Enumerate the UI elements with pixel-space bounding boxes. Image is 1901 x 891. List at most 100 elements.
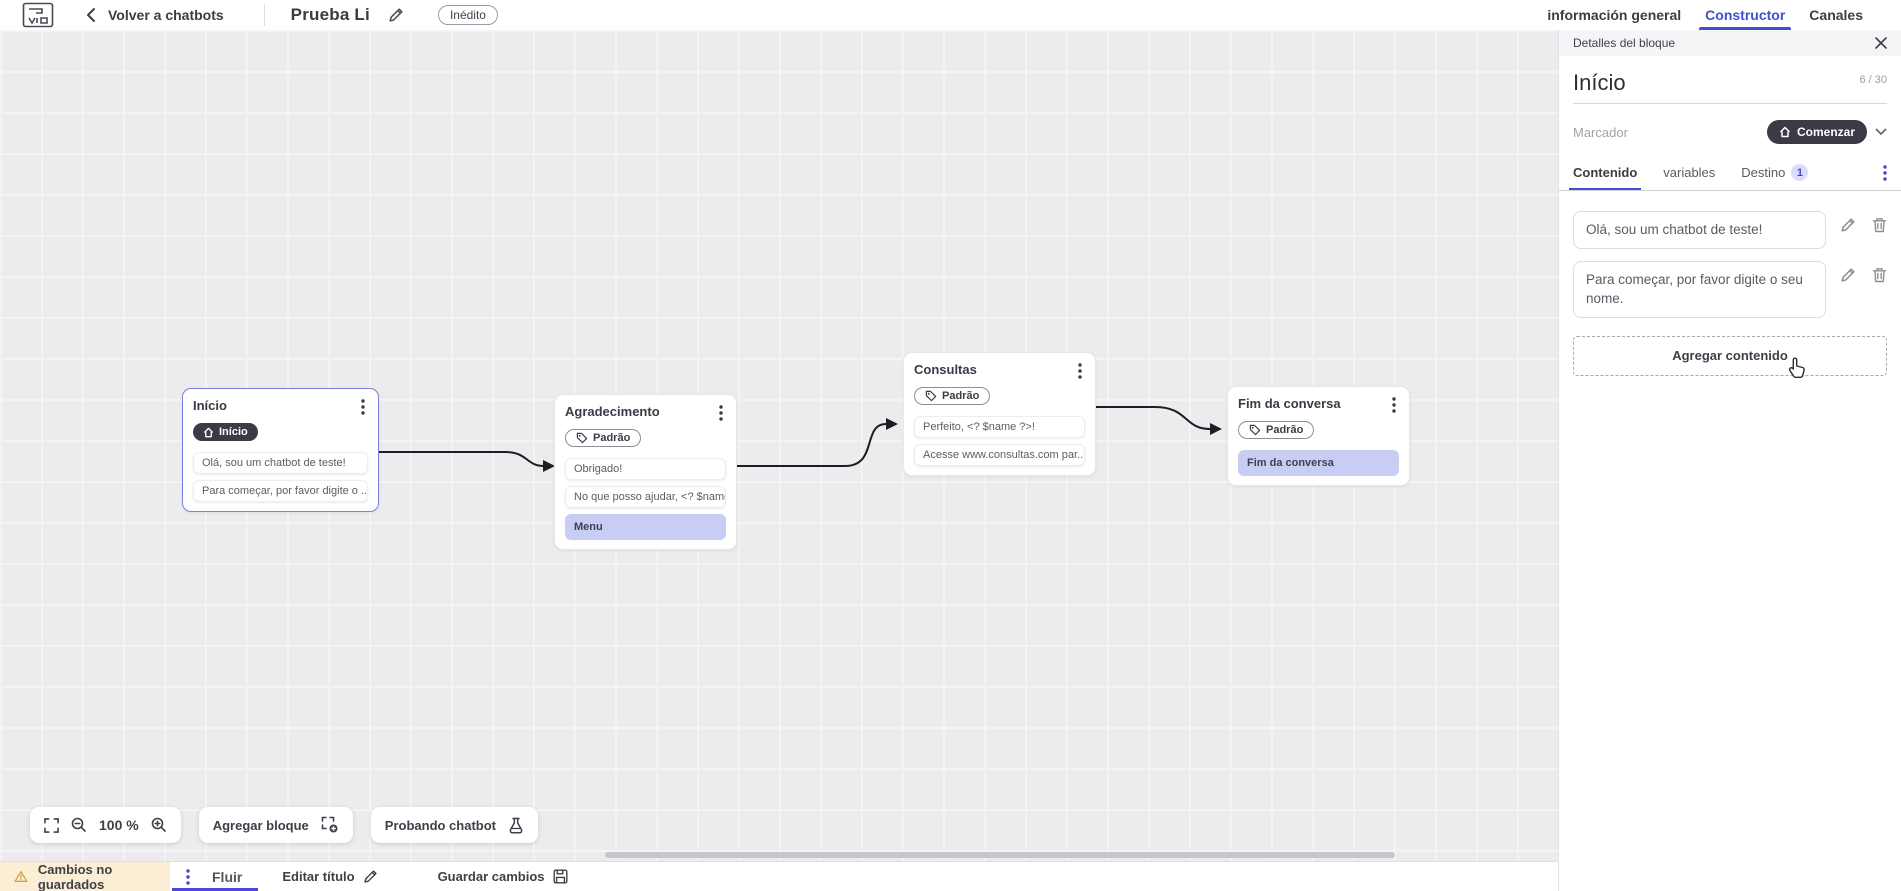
content-row: Para começar, por favor digite o seu nom… [1573, 260, 1887, 318]
pencil-icon [1841, 218, 1855, 232]
edit-content-button[interactable] [1840, 267, 1856, 283]
block-message-item[interactable]: Acesse www.consultas.com par... [914, 444, 1085, 466]
close-panel-button[interactable] [1875, 37, 1887, 49]
pencil-icon [363, 870, 377, 883]
flow-block-consultas[interactable]: Consultas Padrão Perfeito, <? $name ?>! … [903, 352, 1096, 476]
flow-title: Prueba Li [290, 5, 370, 24]
unsaved-changes-label: Cambios no guardados [37, 861, 113, 891]
back-label: Volver a chatbots [108, 7, 224, 23]
block-message-item[interactable]: Olá, sou um chatbot de teste! [193, 451, 368, 474]
flask-icon [509, 817, 523, 834]
connector-consultas-fim [1095, 406, 1211, 430]
active-flow-tab-indicator [172, 888, 258, 891]
panel-tabs-kebab-icon[interactable] [1883, 164, 1887, 181]
delete-content-button[interactable] [1872, 267, 1887, 283]
flow-options-kebab-icon[interactable] [186, 868, 190, 885]
bottom-status-bar: Cambios no guardados Fluir Editar título… [0, 861, 1558, 891]
tab-variables[interactable]: variables [1663, 165, 1716, 180]
edit-flow-title-button[interactable] [388, 7, 404, 23]
home-icon [203, 427, 214, 437]
app-logo-icon[interactable] [22, 2, 54, 28]
pencil-icon [389, 8, 403, 22]
status-badge-draft: Inédito [437, 5, 498, 25]
tag-icon [925, 390, 937, 402]
block-title: Consultas [914, 362, 977, 377]
trash-icon [1872, 218, 1887, 233]
tab-flow[interactable]: Fluir [212, 868, 243, 885]
block-message-item[interactable]: Perfeito, <? $name ?>! [914, 416, 1085, 438]
block-title: Agradecimento [565, 404, 660, 419]
default-badge: Padrão [1238, 421, 1315, 439]
zoom-out-icon[interactable] [71, 817, 87, 833]
save-changes-button[interactable]: Guardar cambios [438, 869, 568, 884]
panel-tabs: Contenido variables Destino 1 [1568, 164, 1887, 190]
default-badge: Padrão [914, 387, 991, 405]
block-menu-icon[interactable] [1075, 362, 1085, 380]
fullscreen-icon[interactable] [44, 817, 59, 833]
trash-icon [1872, 267, 1887, 282]
panel-header: Detalles del bloque [1559, 30, 1901, 56]
edit-title-button[interactable]: Editar título [282, 869, 377, 884]
delete-content-button[interactable] [1872, 217, 1887, 233]
block-message-item[interactable]: No que posso ajudar, <? $name ... [565, 486, 726, 508]
flow-block-inicio[interactable]: Início Início Olá, sou um chatbot de tes… [182, 388, 379, 512]
add-content-button[interactable]: Agregar contenido [1573, 335, 1887, 376]
topbar-divider [263, 4, 265, 26]
flow-block-fim-da-conversa[interactable]: Fim da conversa Padrão Fim da conversa [1227, 386, 1410, 486]
tab-destination[interactable]: Destino 1 [1741, 164, 1809, 181]
content-list: Olá, sou um chatbot de teste! Para começ… [1573, 211, 1887, 318]
block-message-item[interactable]: Para começar, por favor digite o ... [193, 479, 368, 502]
tab-constructor[interactable]: Constructor [1699, 0, 1792, 30]
content-text-field[interactable]: Para começar, por favor digite o seu nom… [1573, 260, 1826, 318]
tab-general-info[interactable]: información general [1547, 7, 1682, 23]
test-chatbot-button[interactable]: Probando chatbot [370, 807, 538, 843]
block-message-item[interactable]: Obrigado! [565, 458, 726, 480]
block-menu-icon[interactable] [1389, 396, 1399, 414]
save-icon [553, 869, 568, 884]
tag-icon [576, 432, 588, 444]
marker-start-pill[interactable]: Comenzar [1766, 120, 1867, 144]
close-icon [1875, 37, 1887, 49]
pencil-icon [1841, 268, 1855, 282]
connector-inicio-agradecimento [378, 451, 545, 467]
block-menu-icon[interactable] [716, 404, 726, 422]
zoom-controls: 100 % [30, 807, 181, 843]
tab-channels[interactable]: Canales [1809, 7, 1863, 23]
test-chatbot-label: Probando chatbot [384, 817, 496, 833]
flow-block-agradecimento[interactable]: Agradecimento Padrão Obrigado! No que po… [554, 394, 737, 550]
back-to-chatbots-button[interactable]: Volver a chatbots [86, 7, 224, 23]
home-icon [1779, 126, 1791, 138]
block-title: Fim da conversa [1238, 396, 1341, 411]
block-title: Início [193, 398, 227, 413]
zoom-in-icon[interactable] [151, 817, 167, 833]
add-block-label: Agregar bloque [212, 817, 309, 833]
content-text-field[interactable]: Olá, sou um chatbot de teste! [1573, 211, 1826, 249]
edit-content-button[interactable] [1840, 217, 1856, 233]
tag-icon [1249, 424, 1261, 436]
content-row: Olá, sou um chatbot de teste! [1573, 211, 1887, 249]
block-details-panel: Detalles del bloque Início 6 / 30 Marcad… [1558, 30, 1901, 891]
top-bar: Volver a chatbots Prueba Li Inédito info… [0, 0, 1901, 30]
panel-tabs-divider [1559, 190, 1901, 191]
unsaved-changes-banner: Cambios no guardados [0, 862, 170, 891]
chevron-down-icon[interactable] [1875, 128, 1887, 136]
flow-canvas[interactable]: Início Início Olá, sou um chatbot de tes… [0, 30, 1558, 861]
panel-header-title: Detalles del bloque [1573, 36, 1676, 50]
default-badge: Padrão [565, 429, 642, 447]
block-menu-icon[interactable] [358, 398, 368, 416]
builder-top-tabs: información general Constructor Canales [1547, 0, 1863, 30]
add-block-button[interactable]: Agregar bloque [198, 807, 353, 843]
block-name-input[interactable]: Início [1573, 70, 1626, 95]
warning-icon [14, 870, 28, 883]
block-end-item[interactable]: Fim da conversa [1238, 450, 1399, 476]
char-counter: 6 / 30 [1859, 74, 1887, 86]
horizontal-scrollbar[interactable] [605, 852, 1395, 858]
destination-count-badge: 1 [1791, 164, 1809, 181]
marker-label: Marcador [1573, 124, 1628, 140]
block-menu-item[interactable]: Menu [565, 514, 726, 540]
chevron-left-icon [87, 8, 95, 22]
connector-agradecimento-consultas [736, 423, 887, 467]
canvas-toolbar: 100 % Agregar bloque Probando chatbot [30, 807, 538, 843]
tab-content[interactable]: Contenido [1568, 165, 1642, 190]
